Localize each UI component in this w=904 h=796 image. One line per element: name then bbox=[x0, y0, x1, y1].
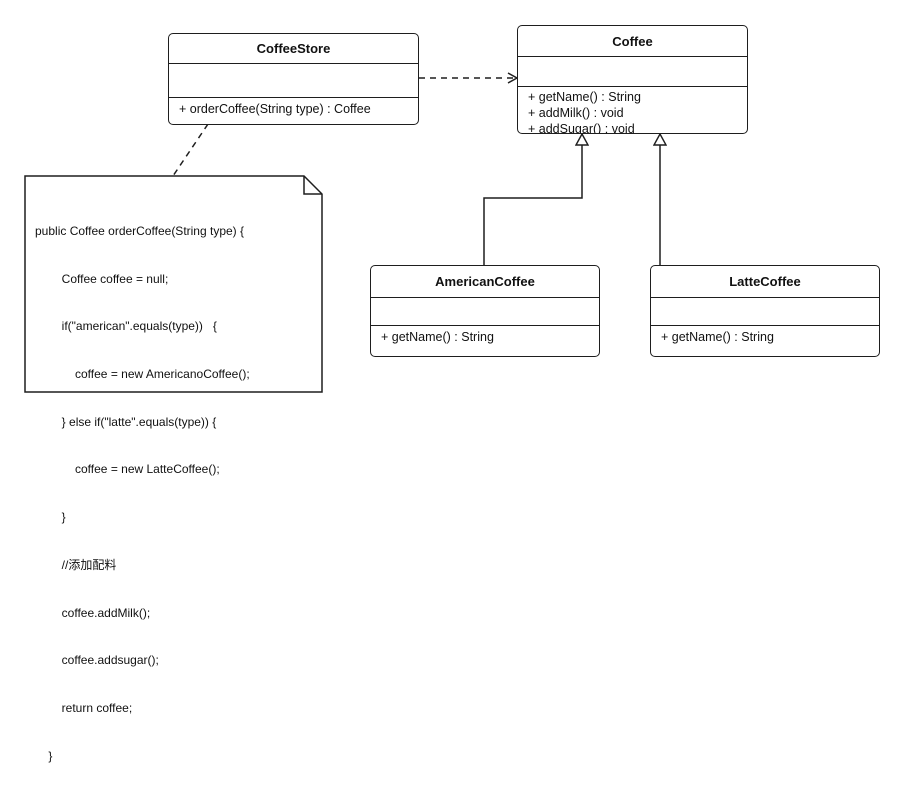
note-line: //添加配料 bbox=[35, 557, 117, 572]
operation: + getName() : String bbox=[528, 90, 641, 104]
uml-class-diagram: CoffeeStore + orderCoffee(String type) :… bbox=[24, 25, 904, 763]
note-line: if("american".equals(type)) { bbox=[35, 319, 217, 334]
note-line: } else if("latte".equals(type)) { bbox=[35, 414, 217, 429]
class-lattecoffee[interactable]: LatteCoffee + getName() : String bbox=[650, 265, 880, 357]
operations-compartment: + getName() : String + addMilk() : void … bbox=[518, 87, 747, 134]
note-line: } bbox=[35, 748, 53, 763]
note-line: coffee.addMilk(); bbox=[35, 605, 151, 620]
note-line: coffee = new AmericanoCoffee(); bbox=[35, 366, 250, 381]
attributes-compartment bbox=[651, 298, 879, 326]
note-line: coffee = new LatteCoffee(); bbox=[35, 462, 220, 477]
operations-compartment: + getName() : String bbox=[651, 326, 879, 345]
note-line: return coffee; bbox=[35, 701, 133, 715]
operation: + addMilk() : void bbox=[528, 106, 624, 120]
attributes-compartment bbox=[371, 298, 599, 326]
class-coffee[interactable]: Coffee + getName() : String + addMilk() … bbox=[517, 25, 748, 134]
note-fold bbox=[303, 176, 322, 195]
operation: + getName() : String bbox=[381, 330, 494, 344]
operations-compartment: + orderCoffee(String type) : Coffee bbox=[169, 98, 418, 117]
connectors bbox=[24, 72, 904, 393]
operation: + orderCoffee(String type) : Coffee bbox=[179, 102, 371, 116]
class-name: LatteCoffee bbox=[651, 266, 879, 298]
class-coffeestore[interactable]: CoffeeStore + orderCoffee(String type) :… bbox=[168, 33, 419, 125]
operation: + getName() : String bbox=[661, 330, 774, 344]
note-line: } bbox=[35, 510, 66, 525]
operation: + addSugar() : void bbox=[528, 122, 635, 134]
note-line: coffee.addsugar(); bbox=[35, 653, 159, 668]
class-name: CoffeeStore bbox=[169, 34, 418, 64]
generalization-american bbox=[483, 134, 582, 265]
operations-compartment: + getName() : String bbox=[371, 326, 599, 345]
class-name: AmericanCoffee bbox=[371, 266, 599, 298]
class-name: Coffee bbox=[518, 26, 747, 57]
note-anchor-line bbox=[172, 123, 209, 177]
note-code: public Coffee orderCoffee(String type) {… bbox=[35, 192, 250, 796]
note-shape bbox=[24, 175, 323, 393]
class-americancoffee[interactable]: AmericanCoffee + getName() : String bbox=[370, 265, 600, 357]
attributes-compartment bbox=[169, 64, 418, 98]
attributes-compartment bbox=[518, 57, 747, 87]
note-line: public Coffee orderCoffee(String type) { bbox=[35, 223, 245, 238]
note-line: Coffee coffee = null; bbox=[35, 271, 169, 286]
